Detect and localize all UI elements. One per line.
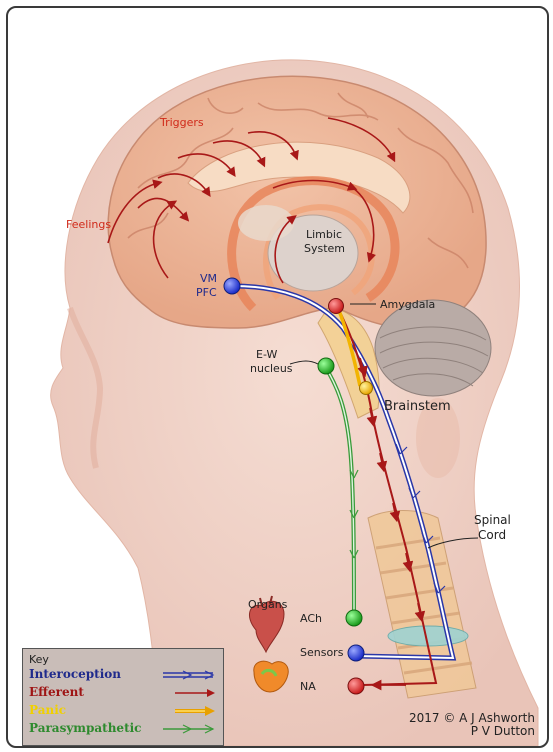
- label-feelings: Feelings: [66, 218, 111, 231]
- label-spinal-line1: Spinal: [474, 513, 511, 527]
- copyright-credit: 2017 © A J Ashworth P V Dutton: [409, 712, 535, 738]
- cerebellum: [375, 300, 491, 396]
- key-symbol-efferent: [161, 687, 217, 699]
- amygdala-node: [329, 299, 344, 314]
- key-item-interoception: Interoception: [29, 667, 121, 681]
- label-limbic-line2: System: [304, 242, 345, 255]
- key-symbol-parasympathetic: [161, 723, 217, 735]
- diagram-frame: Triggers Feelings Limbic System VM PFC A…: [6, 6, 549, 748]
- ew-nucleus-node: [318, 358, 334, 374]
- brain-pathways-diagram: Triggers Feelings Limbic System VM PFC A…: [8, 8, 547, 746]
- label-spinal-line2: Cord: [478, 528, 506, 542]
- label-triggers: Triggers: [159, 116, 204, 129]
- label-brainstem: Brainstem: [384, 399, 451, 414]
- ach-node: [346, 610, 362, 626]
- label-limbic-line1: Limbic: [306, 228, 342, 241]
- key-item-efferent: Efferent: [29, 685, 84, 699]
- key-item-panic: Panic: [29, 703, 66, 717]
- key-title: Key: [29, 653, 49, 666]
- brainstem-node: [360, 382, 373, 395]
- key-symbol-panic: [161, 705, 217, 717]
- label-sensors: Sensors: [300, 646, 344, 659]
- vm-pfc-node: [224, 278, 240, 294]
- label-vm-line2: PFC: [196, 286, 217, 299]
- credit-line-2: P V Dutton: [409, 725, 535, 738]
- key-symbol-interoception: [161, 669, 217, 681]
- key-item-parasympathetic: Parasympathetic: [29, 721, 141, 735]
- na-node: [348, 678, 364, 694]
- label-ew-line2: nucleus: [250, 362, 293, 375]
- midbrain: [238, 205, 294, 241]
- label-ach: ACh: [300, 612, 322, 625]
- key-legend: Key Interoception Efferent Panic Parasym…: [22, 648, 224, 746]
- label-vm-line1: VM: [200, 272, 217, 285]
- label-na: NA: [300, 680, 316, 693]
- label-amygdala: Amygdala: [380, 298, 435, 311]
- label-organs: Organs: [248, 598, 288, 611]
- sensors-node: [348, 645, 364, 661]
- label-ew-line1: E-W: [256, 348, 277, 361]
